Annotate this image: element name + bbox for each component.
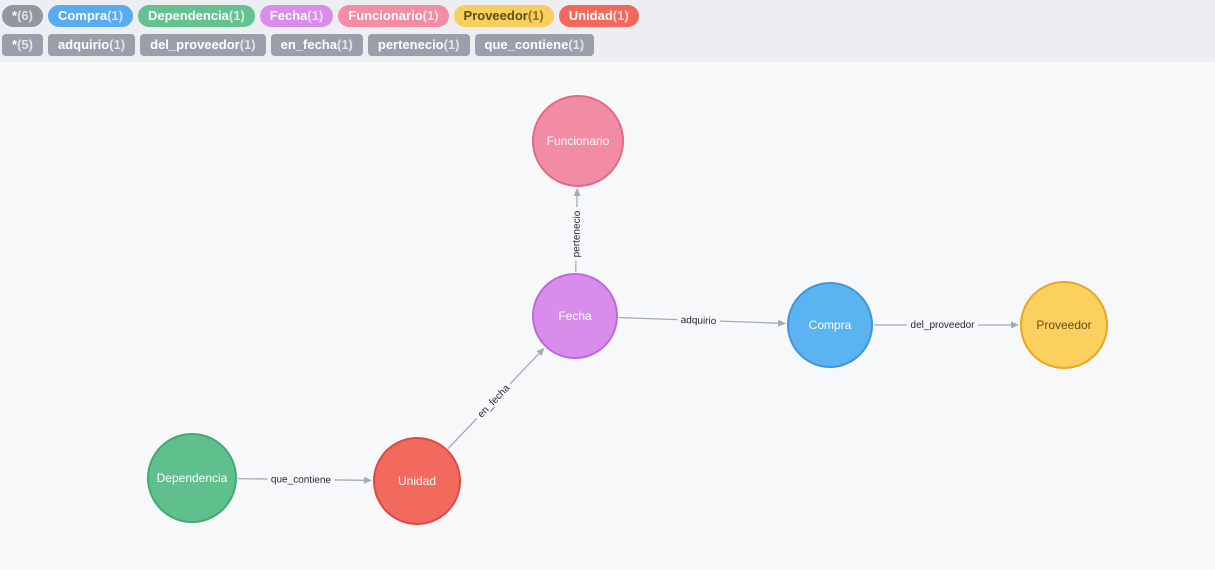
pill-count: (1) — [109, 37, 126, 52]
node-proveedor[interactable]: Proveedor — [1020, 281, 1108, 369]
pill-label: en_fecha — [280, 37, 337, 52]
edge-arrowhead-icon — [1011, 321, 1019, 329]
node-label-pill-proveedor[interactable]: Proveedor(1) — [453, 5, 554, 27]
pill-label: Proveedor — [463, 8, 528, 23]
edge-line — [575, 195, 578, 273]
pill-count: (1) — [307, 8, 324, 23]
edge-label: en_fecha — [476, 383, 513, 421]
pill-label: que_contiene — [484, 37, 569, 52]
pill-count: (1) — [228, 8, 245, 23]
edge-label: pertenecio — [571, 210, 583, 257]
node-label-pill-funcionario[interactable]: Funcionario(1) — [338, 5, 449, 27]
pill-label: Unidad — [568, 8, 613, 23]
pill-label: Compra — [57, 8, 108, 23]
edge-label: del_proveedor — [911, 320, 976, 331]
edge-pertenecio[interactable]: pertenecio — [567, 187, 587, 273]
edge-label: que_contiene — [271, 474, 332, 486]
node-label-pill-compra[interactable]: Compra(1) — [47, 5, 133, 27]
pill-label: * — [12, 8, 18, 23]
edge-del-proveedor[interactable]: del_proveedor — [874, 316, 1019, 335]
edge-line — [447, 353, 540, 449]
pill-label: pertenecio — [377, 37, 444, 52]
pill-label: del_proveedor — [150, 37, 240, 52]
edge-que-contiene[interactable]: que_contiene — [237, 470, 373, 490]
pill-count: (1) — [107, 8, 123, 23]
rel-type-pill-adquirio[interactable]: adquirio(1) — [47, 34, 136, 56]
pill-count: (1) — [239, 37, 256, 52]
node-labels-row: *(6)Compra(1)Dependencia(1)Fecha(1)Funci… — [2, 5, 1213, 27]
node-compra[interactable]: Compra — [787, 282, 873, 368]
rel-type-pill-en-fecha[interactable]: en_fecha(1) — [270, 34, 363, 56]
node-circle[interactable] — [787, 282, 873, 368]
bottom-strip — [0, 570, 1215, 577]
legend-topbar: *(6)Compra(1)Dependencia(1)Fecha(1)Funci… — [0, 0, 1215, 62]
edge-line — [618, 316, 779, 324]
node-circle[interactable] — [532, 273, 618, 359]
pill-count: (1) — [612, 8, 629, 23]
edge-arrowhead-icon — [363, 476, 373, 484]
node-circle[interactable] — [373, 437, 461, 525]
node-label-pill-dependencia[interactable]: Dependencia(1) — [137, 5, 255, 27]
node-unidad[interactable]: Unidad — [373, 437, 461, 525]
edge-arrowhead-icon — [777, 319, 787, 327]
pill-label: adquirio — [57, 37, 110, 52]
node-circle[interactable] — [147, 433, 237, 523]
pill-count: (1) — [336, 37, 353, 52]
pill-count: (1) — [568, 37, 585, 52]
edge-line — [237, 477, 365, 481]
relationship-types-row: *(5)adquirio(1)del_proveedor(1)en_fecha(… — [2, 34, 1213, 56]
pill-count: (1) — [422, 8, 439, 23]
node-circle[interactable] — [1020, 281, 1108, 369]
rel-type-pill-all[interactable]: *(5) — [2, 34, 43, 56]
pill-label: Dependencia — [147, 8, 229, 23]
rel-type-pill-que-contiene[interactable]: que_contiene(1) — [474, 34, 595, 56]
edge-arrowhead-icon — [536, 347, 545, 356]
node-label-pill-fecha[interactable]: Fecha(1) — [259, 5, 334, 27]
edge-arrowhead-icon — [573, 187, 581, 197]
pill-count: (6) — [17, 8, 33, 23]
node-fecha[interactable]: Fecha — [532, 273, 618, 359]
edge-adquirio[interactable]: adquirio — [618, 311, 787, 331]
node-label-pill-unidad[interactable]: Unidad(1) — [558, 5, 639, 27]
rel-type-pill-pertenecio[interactable]: pertenecio(1) — [367, 34, 470, 56]
edge-label: adquirio — [680, 315, 716, 327]
pill-label: Funcionario — [348, 8, 423, 23]
rel-type-pill-del-proveedor[interactable]: del_proveedor(1) — [140, 34, 266, 56]
pill-count: (1) — [443, 37, 460, 52]
node-funcionario[interactable]: Funcionario — [532, 95, 624, 187]
pill-label: * — [12, 37, 18, 52]
node-label-pill-all[interactable]: *(6) — [2, 5, 43, 27]
pill-label: Fecha — [269, 8, 308, 23]
node-dependencia[interactable]: Dependencia — [147, 433, 237, 523]
pill-count: (5) — [17, 37, 33, 52]
edge-en-fecha[interactable]: en_fecha — [447, 347, 545, 449]
node-circle[interactable] — [532, 95, 624, 187]
graph-svg[interactable]: pertenecio adquirio del_proveedor en_fechaq… — [0, 62, 1215, 570]
pill-count: (1) — [527, 8, 544, 23]
